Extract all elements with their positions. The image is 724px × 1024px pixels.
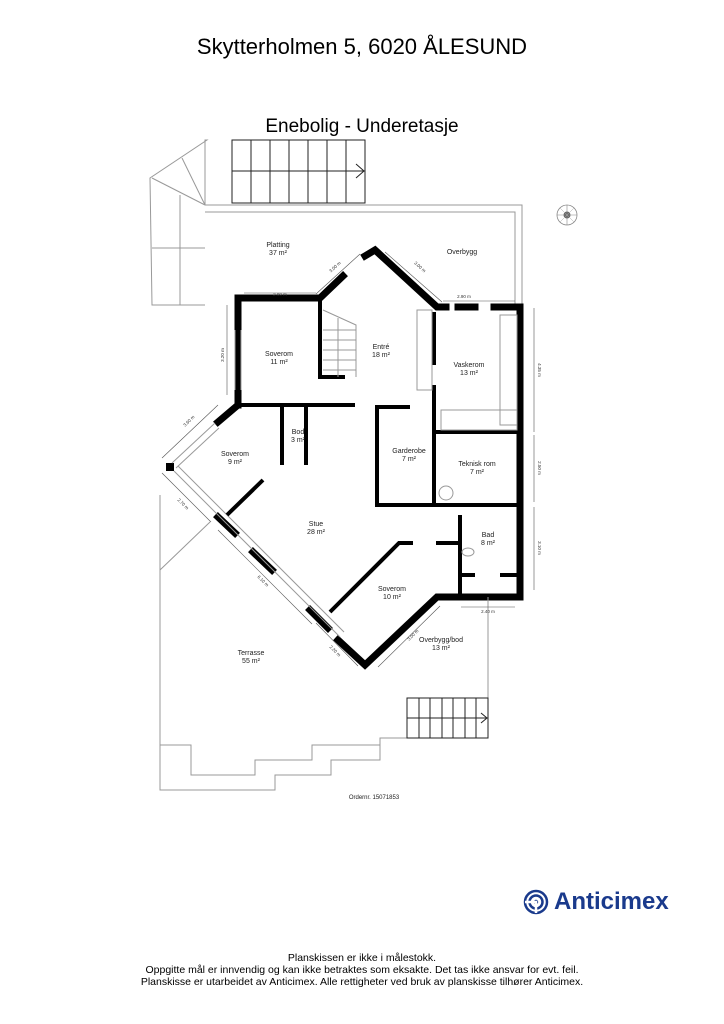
- svg-text:Teknisk rom: Teknisk rom: [458, 461, 496, 468]
- interior-stair: [322, 309, 357, 377]
- dimension-label: 3.10 m: [537, 541, 542, 555]
- svg-text:Overbygg: Overbygg: [447, 249, 477, 256]
- svg-text:Terrasse: Terrasse: [238, 650, 265, 657]
- svg-text:Soverom: Soverom: [265, 351, 293, 358]
- room-overbygg: Overbygg: [447, 249, 477, 256]
- svg-text:18 m²: 18 m²: [372, 352, 391, 359]
- svg-text:37 m²: 37 m²: [269, 250, 288, 257]
- dimension-label: 3.00 m: [413, 260, 427, 273]
- svg-text:Bad: Bad: [482, 532, 495, 539]
- exterior-walls: [166, 245, 524, 670]
- disclaimer-line: Oppgitte mål er innvendig og kan ikke be…: [145, 964, 579, 976]
- svg-text:8 m²: 8 m²: [481, 540, 496, 547]
- dimension-label: 2.90 m: [457, 294, 471, 299]
- svg-text:10 m²: 10 m²: [383, 594, 402, 601]
- toilet-icon: [461, 547, 475, 557]
- svg-text:Platting: Platting: [266, 242, 289, 249]
- svg-text:Soverom: Soverom: [378, 586, 406, 593]
- svg-text:Garderobe: Garderobe: [392, 448, 426, 455]
- compass-rose-icon: [556, 204, 578, 226]
- side-stair: [149, 139, 209, 306]
- dimension-label: 2.40 m: [481, 609, 495, 614]
- water-heater-icon: [438, 485, 454, 501]
- dimension-label: 3.00 m: [328, 260, 342, 273]
- property-address: Skytterholmen 5, 6020 ÅLESUND: [196, 34, 528, 59]
- dimension-lines: [161, 251, 535, 668]
- order-number: Ordernr. 15071853: [349, 795, 400, 801]
- svg-text:Soverom: Soverom: [221, 451, 249, 458]
- upper-stair: [231, 139, 366, 204]
- dimension-label: 2.90 m: [273, 292, 287, 297]
- dimension-label: 2.70 m: [176, 497, 189, 510]
- anticimex-logo: Anticimex: [523, 888, 669, 916]
- disclaimer-line: Planskissen er ikke i målestokk.: [287, 952, 437, 964]
- svg-text:13 m²: 13 m²: [432, 645, 451, 652]
- svg-text:7 m²: 7 m²: [470, 469, 485, 476]
- brand-name: Anticimex: [554, 888, 669, 915]
- dimension-label: 3.60 m: [182, 414, 195, 427]
- svg-text:3 m²: 3 m²: [291, 437, 306, 444]
- svg-text:Entré: Entré: [373, 344, 390, 351]
- dimension-label: 3.20 m: [220, 348, 225, 362]
- floor-title: Enebolig - Underetasje: [265, 116, 459, 137]
- disclaimer-line: Planskisse er utarbeidet av Anticimex. A…: [140, 976, 584, 988]
- svg-text:Overbygg/bod: Overbygg/bod: [419, 637, 463, 644]
- svg-text:Bod: Bod: [292, 429, 305, 436]
- lower-stair: [406, 697, 489, 739]
- anticimex-logo-icon: [523, 889, 549, 915]
- svg-text:55 m²: 55 m²: [242, 658, 261, 665]
- svg-text:9 m²: 9 m²: [228, 459, 243, 466]
- dimension-label: 2.50 m: [537, 461, 542, 475]
- dimension-label: 3.00 m: [406, 628, 419, 641]
- svg-text:7 m²: 7 m²: [402, 456, 417, 463]
- svg-text:Stue: Stue: [309, 521, 324, 528]
- svg-text:28 m²: 28 m²: [307, 529, 326, 536]
- dimension-label: 4.35 m: [537, 363, 542, 377]
- interior-walls: [225, 298, 520, 614]
- platting-outline: [205, 204, 523, 305]
- svg-text:13 m²: 13 m²: [460, 370, 479, 377]
- disclaimer: Planskissen er ikke i målestokk. Oppgitt…: [0, 952, 724, 988]
- svg-text:Vaskerom: Vaskerom: [454, 362, 485, 369]
- svg-text:11 m²: 11 m²: [270, 359, 288, 366]
- dimension-label: 6.10 m: [256, 574, 269, 587]
